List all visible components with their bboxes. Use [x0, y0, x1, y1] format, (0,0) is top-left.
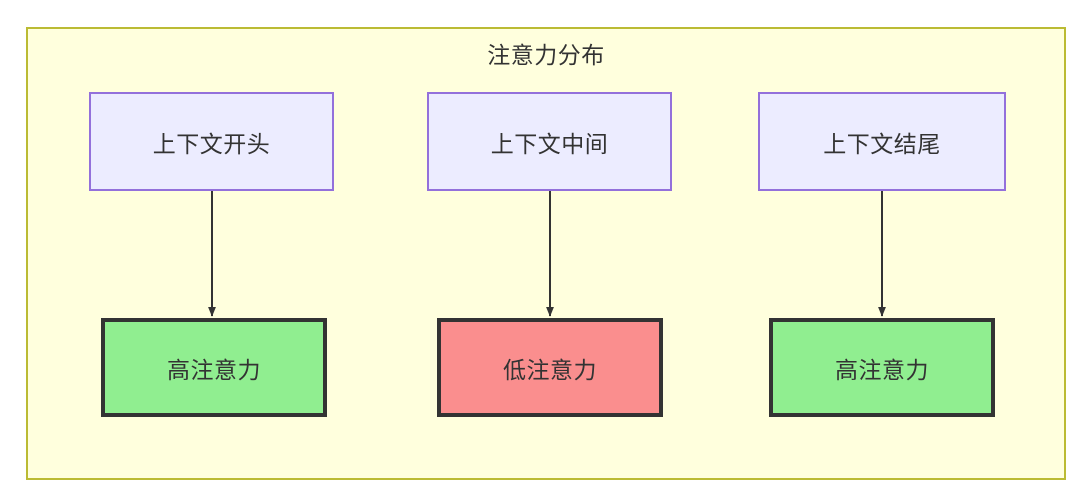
node-attention-start[interactable]: 高注意力: [101, 318, 327, 417]
node-context-middle[interactable]: 上下文中间: [427, 92, 672, 191]
node-context-start-label: 上下文开头: [152, 130, 271, 157]
node-context-middle-label: 上下文中间: [490, 130, 609, 157]
node-attention-start-label: 高注意力: [167, 356, 261, 383]
node-attention-middle[interactable]: 低注意力: [437, 318, 663, 417]
node-attention-end[interactable]: 高注意力: [769, 318, 995, 417]
node-attention-middle-label: 低注意力: [503, 356, 597, 383]
node-context-end-label: 上下文结尾: [823, 130, 941, 157]
subgraph-title: 注意力分布: [487, 42, 605, 68]
node-context-start[interactable]: 上下文开头: [89, 92, 334, 191]
node-attention-end-label: 高注意力: [835, 356, 929, 383]
node-context-end[interactable]: 上下文结尾: [758, 92, 1006, 191]
